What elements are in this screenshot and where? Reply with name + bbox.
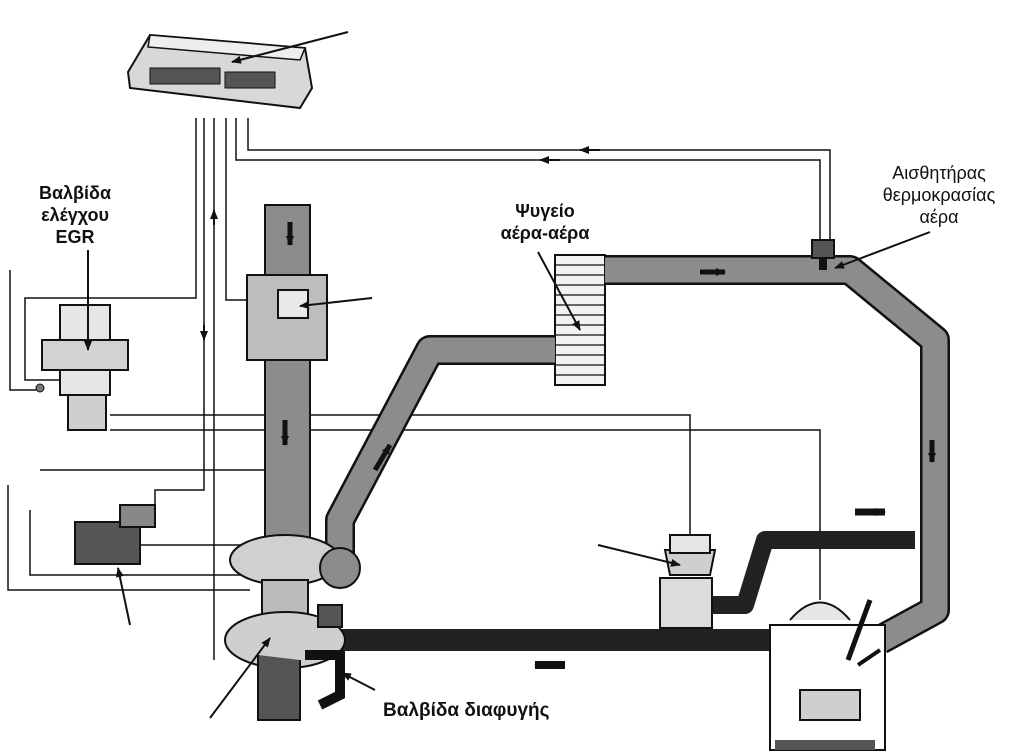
egr-pneumatic-valve bbox=[659, 534, 717, 629]
air-temp-sensor-label-line-3: αέρα bbox=[919, 207, 959, 227]
egr-valve-label-line-2: ελέγχου bbox=[41, 205, 109, 225]
wastegate-label: Βαλβίδα διαφυγής bbox=[383, 700, 550, 721]
egr-valve-label-line-3: EGR bbox=[55, 227, 95, 247]
intercooler-label: Ψυγείο αέρα-αέρα bbox=[470, 200, 620, 244]
intake-vertical-pipe bbox=[246, 204, 328, 546]
egr-control-valve bbox=[35, 304, 129, 431]
turbine-pointer bbox=[209, 637, 271, 719]
charge-pipe-from-intercooler bbox=[605, 255, 950, 654]
flow-arrow-up-charge bbox=[372, 443, 393, 472]
ecu-pointer-line bbox=[231, 31, 349, 64]
throttle-pointer bbox=[299, 297, 373, 309]
actuator-pointer bbox=[115, 567, 131, 626]
egr-valve-label: Βαλβίδα ελέγχου EGR bbox=[10, 182, 140, 248]
ecu-unit bbox=[126, 33, 314, 110]
egr-pipe bbox=[700, 531, 915, 614]
air-temp-sensor-label: Αισθητήρας θερμοκρασίας αέρα bbox=[855, 162, 1023, 228]
engine-cylinder bbox=[769, 599, 886, 751]
air-temp-sensor-label-line-2: θερμοκρασίας bbox=[882, 185, 996, 205]
egr-pneumatic-pointer bbox=[597, 544, 681, 567]
wastegate-valve bbox=[305, 604, 345, 710]
intercooler-pointer bbox=[537, 251, 581, 331]
intercooler-label-line-2: αέρα-αέρα bbox=[500, 223, 590, 243]
air-temp-sensor-label-line-1: Αισθητήρας bbox=[892, 163, 986, 183]
egr-valve-label-line-1: Βαλβίδα bbox=[38, 183, 112, 203]
intercooler-core bbox=[554, 254, 606, 386]
air-temp-sensor-pointer bbox=[834, 231, 931, 269]
intercooler-label-line-1: Ψυγείο bbox=[515, 201, 575, 221]
air-temp-sensor bbox=[811, 239, 835, 270]
wastegate-pointer bbox=[341, 672, 376, 691]
boost-control-actuator bbox=[74, 504, 156, 565]
